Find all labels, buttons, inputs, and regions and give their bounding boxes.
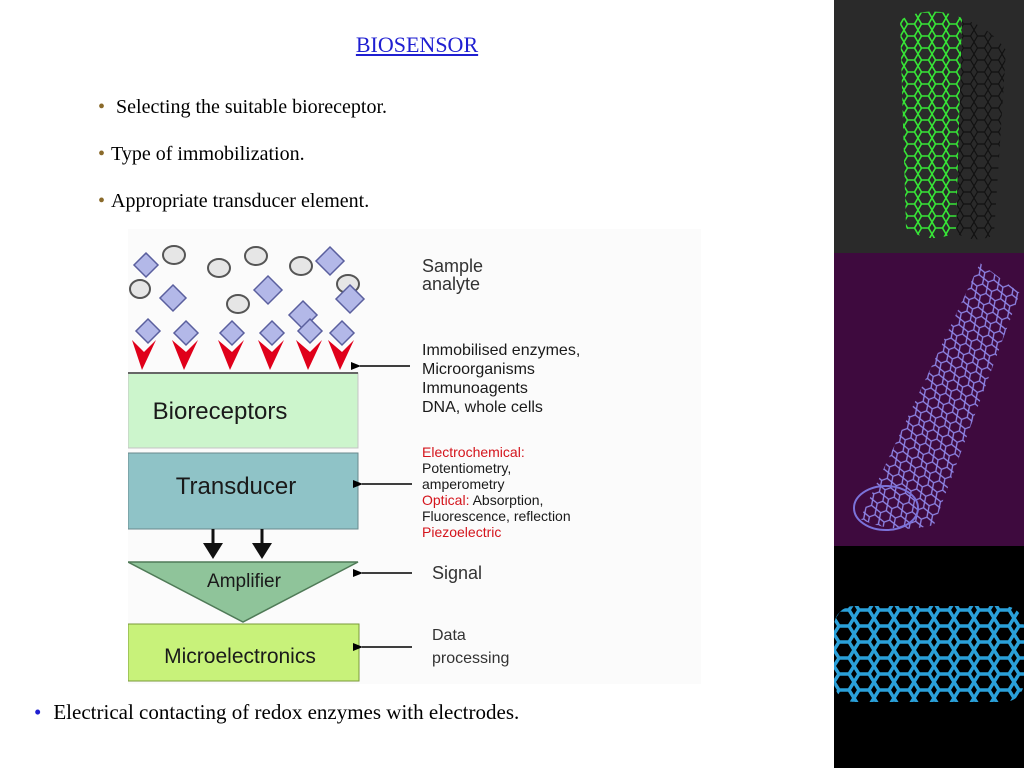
analyte-circle [244,246,268,266]
optical-label: Optical: [422,492,469,508]
processing-label: processing [432,650,509,667]
bioreceptors-label: Bioreceptors [153,398,288,425]
analyte-circle [226,294,250,314]
nanotube-opening [853,485,919,531]
bound-analyte-diamond [172,319,200,347]
analyte-diamond [158,283,188,313]
absorption-label: Absorption, [469,492,543,508]
pointer-arrows [351,362,412,651]
microelectronics-label: Microelectronics [164,645,316,668]
receptor-site [218,340,244,370]
analyte-circle [162,245,186,265]
amplifier-label: Amplifier [207,571,282,592]
dna-whole-cells-label: DNA, whole cells [422,399,543,416]
green-nanotube-image [834,0,1024,253]
bullet-item: • Selecting the suitable bioreceptor. [98,96,388,118]
bullet-dot: • [98,96,106,118]
bullet-dot: • [34,700,42,724]
receptor-site [296,340,322,370]
bioreceptors-block [128,372,359,449]
analyte-diamond [334,283,366,315]
analyte-circle [289,256,313,276]
signal-flow-arrows [203,529,272,559]
bound-analyte-diamond [134,317,162,345]
fluorescence-label: Fluorescence, reflection [422,508,571,524]
signal-label: Signal [432,563,482,583]
bioreceptor-sites [132,317,356,370]
amplifier-block [128,561,359,623]
bullet-list: • Selecting the suitable bioreceptor. •T… [98,92,387,233]
bullet-dot: • [98,143,106,165]
bullet-dot: • [98,190,106,212]
nanotube-back-wall [952,18,1006,240]
bullet-item: •Type of immobilization. [98,143,305,165]
bound-analyte-diamond [296,317,324,345]
electrochemical-label: Electrochemical: [422,444,525,460]
receptor-site [258,340,284,370]
optical-line: Optical: Absorption, [422,492,543,508]
bullet-item: •Appropriate transducer element. [98,190,370,212]
sample-analyte-particles [129,245,366,331]
bound-analyte-diamond [258,319,286,347]
microelectronics-block [128,623,360,682]
analyte-diamond [132,251,160,279]
slide-title: BIOSENSOR [355,32,479,57]
blue-nanotube [834,606,1024,702]
diagram-annotations: Sample analyte Immobilised enzymes, Micr… [422,256,580,667]
purple-nanotube-image [834,253,1024,546]
data-label: Data [432,627,466,644]
analyte-diamond [314,245,346,277]
biosensor-diagram: Bioreceptors Transducer Amplifier Microe… [128,229,701,684]
potentiometry-label: Potentiometry, [422,460,511,476]
analyte-circle [129,279,151,299]
arrow-down-head [203,543,223,559]
microorganisms-label: Microorganisms [422,361,535,378]
analyte-circle [207,258,231,278]
immunoagents-label: Immunoagents [422,380,528,397]
transducer-label: Transducer [176,473,297,500]
immobilised-enzymes-label: Immobilised enzymes, [422,342,580,359]
receptor-site [132,340,156,370]
blue-nanotube-image [834,546,1024,768]
analyte-label: analyte [422,274,480,294]
analyte-diamond [252,274,284,306]
bound-analyte-diamond [218,319,246,347]
green-nanotube [900,11,962,239]
piezoelectric-label: Piezoelectric [422,524,501,540]
bottom-bullet: •Electrical contacting of redox enzymes … [34,700,520,724]
transducer-block [128,452,359,530]
receptor-site [172,340,198,370]
bound-analyte-diamond [328,319,356,347]
amperometry-label: amperometry [422,476,504,492]
arrow-down-head [252,543,272,559]
sample-label: Sample [422,256,483,276]
receptor-site [328,340,354,370]
purple-nanotube [860,263,1020,529]
